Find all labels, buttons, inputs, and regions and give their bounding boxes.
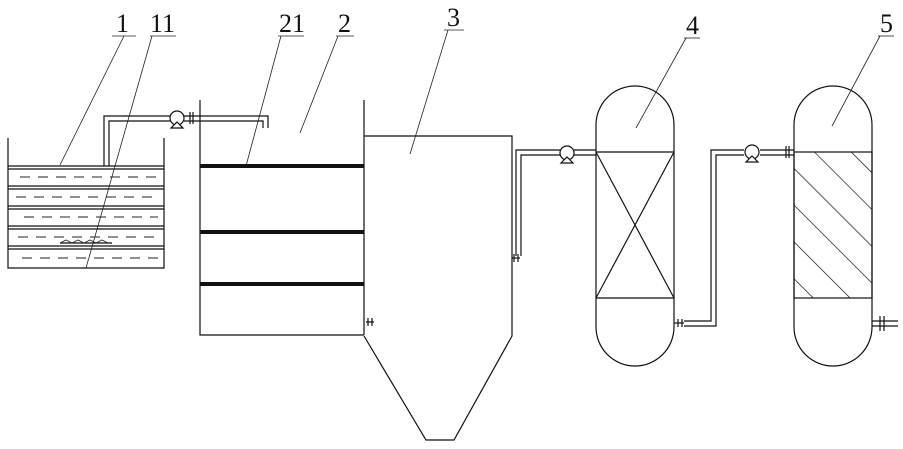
- pipe-column4-to-column5: [684, 149, 794, 327]
- pump-2: [559, 145, 575, 164]
- label-21: 21: [279, 9, 305, 38]
- pipe-tank1-to-tank2: [103, 115, 269, 166]
- column-4: [595, 85, 684, 367]
- label-3: 3: [447, 3, 460, 32]
- outlet-column5: [872, 316, 898, 331]
- label-5: 5: [880, 9, 893, 38]
- pipe-tank3-to-column4: [515, 149, 596, 256]
- pump-3: [744, 144, 790, 163]
- valve-tank2: [366, 318, 374, 326]
- packed-bed-hatch: [793, 151, 873, 299]
- valve-column4: [674, 319, 684, 327]
- pump-1: [169, 110, 194, 129]
- part-11-aerator: [59, 239, 112, 244]
- valve-tank3: [512, 254, 520, 262]
- leader-lines: [59, 29, 894, 269]
- label-11: 11: [150, 9, 175, 38]
- label-4: 4: [686, 11, 699, 40]
- label-2: 2: [338, 9, 351, 38]
- tank-2: [199, 100, 374, 336]
- tank-3: [363, 135, 520, 441]
- column-5: [793, 85, 898, 367]
- tank-1: [7, 138, 165, 269]
- label-1: 1: [116, 9, 129, 38]
